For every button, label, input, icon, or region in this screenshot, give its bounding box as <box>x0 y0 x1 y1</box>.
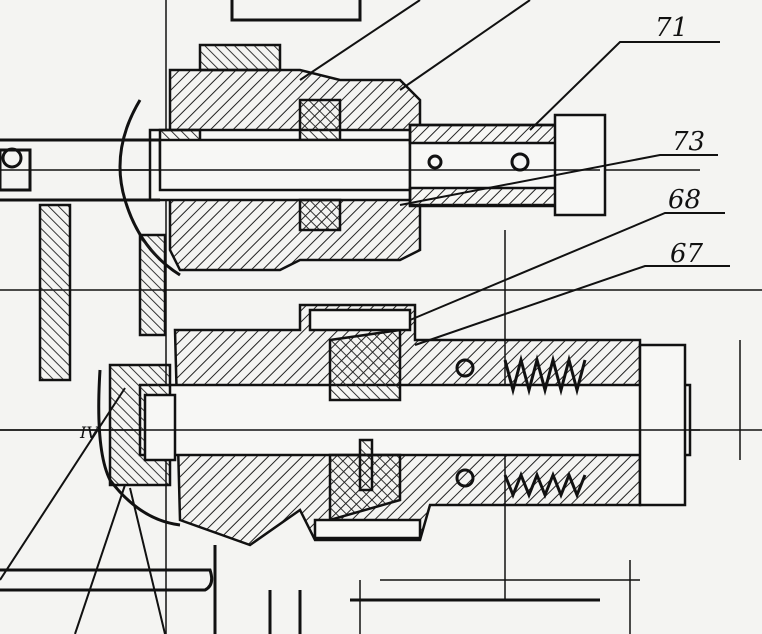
left-gears <box>0 138 167 382</box>
callout-73: 73 <box>672 127 705 157</box>
callout-68: 68 <box>668 185 701 215</box>
compression-spring <box>503 354 587 500</box>
upper-shaft-assembly <box>100 0 607 277</box>
callout-71: 71 <box>655 13 688 43</box>
callout-iv: IV <box>79 423 99 442</box>
bottom-frame <box>0 545 600 634</box>
lower-shaft-assembly <box>0 303 700 547</box>
callout-67: 67 <box>670 239 704 269</box>
leader-lines <box>0 0 730 634</box>
